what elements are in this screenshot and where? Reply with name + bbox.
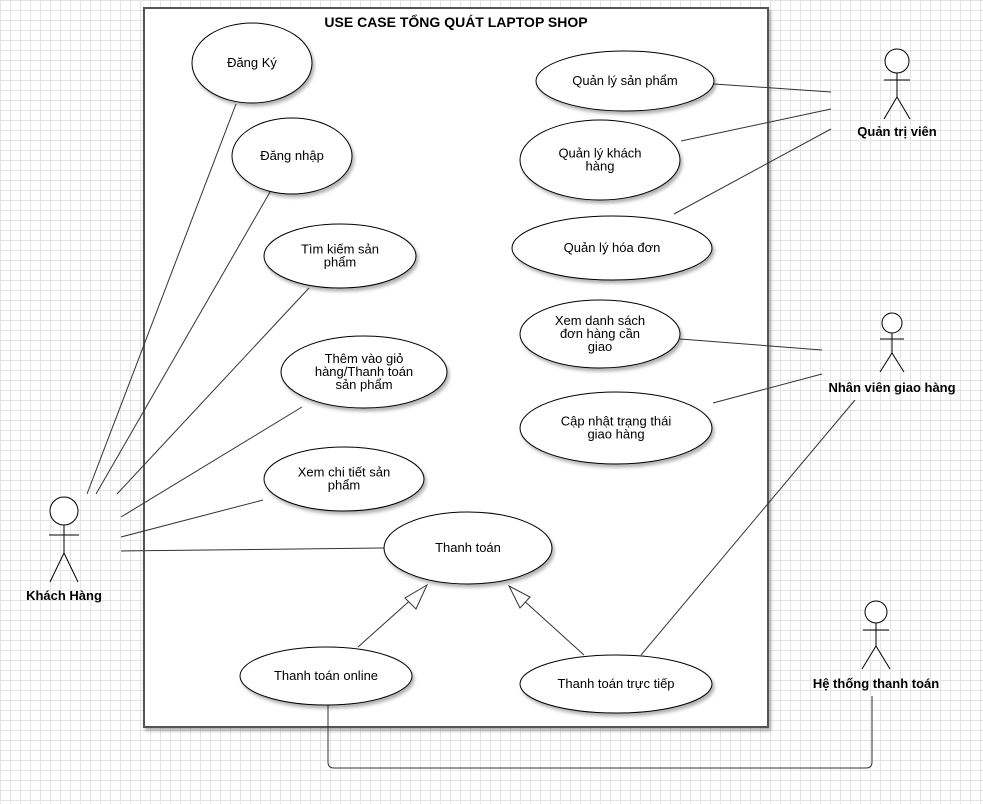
assoc-nhanvien-xemdonhang bbox=[679, 338, 823, 351]
use-case-thanh-toan-online[interactable]: Thanh toán online bbox=[239, 646, 413, 706]
assoc-khachhang-timkiem bbox=[116, 287, 310, 495]
actor-he-thong-thanh-toan[interactable]: Hệ thống thanh toán bbox=[813, 600, 939, 691]
stick-figure-icon bbox=[879, 312, 905, 373]
actor-label: Nhân viên giao hàng bbox=[828, 380, 955, 395]
use-case-thanh-toan-truc-tiep[interactable]: Thanh toán trực tiếp bbox=[519, 654, 713, 714]
actor-label: Khách Hàng bbox=[26, 588, 102, 603]
use-case-label: Thanh toán bbox=[435, 540, 501, 555]
stick-figure-icon bbox=[883, 48, 911, 120]
use-case-label: Đăng Ký bbox=[227, 55, 277, 70]
assoc-quantri-quanlyhoadon bbox=[673, 128, 832, 215]
use-case-quan-ly-san-pham[interactable]: Quản lý sản phẩm bbox=[535, 50, 715, 112]
actor-label: Quản trị viên bbox=[857, 124, 937, 139]
assoc-quantri-quanlysanpham bbox=[713, 83, 832, 93]
use-case-quan-ly-hoa-don[interactable]: Quản lý hóa đơn bbox=[511, 215, 713, 281]
assoc-hethong-thanhtoanonline bbox=[327, 696, 873, 769]
actor-nhan-vien-giao-hang[interactable]: Nhân viên giao hàng bbox=[828, 312, 956, 395]
diagram-title: USE CASE TỔNG QUÁT LAPTOP SHOP bbox=[324, 13, 587, 30]
use-case-thanh-toan[interactable]: Thanh toán bbox=[383, 511, 553, 585]
generalization-tructiep-line bbox=[520, 597, 585, 656]
assoc-khachhang-thanhtoan bbox=[120, 547, 386, 552]
generalization-online-arrowhead bbox=[404, 583, 429, 610]
assoc-khachhang-dangky bbox=[86, 103, 237, 495]
use-case-dang-nhap[interactable]: Đăng nhập bbox=[231, 117, 353, 195]
system-boundary bbox=[143, 7, 769, 728]
assoc-quantri-quanlykhachhang bbox=[680, 108, 832, 142]
generalization-tructiep-arrowhead bbox=[507, 584, 531, 609]
association-lines bbox=[86, 83, 873, 769]
stick-figure-icon bbox=[861, 600, 891, 670]
actor-label: Hệ thống thanh toán bbox=[813, 676, 939, 691]
stick-figure-icon bbox=[49, 496, 79, 583]
use-case-label: Đăng nhập bbox=[260, 148, 324, 163]
use-case-label: Thanh toán trực tiếp bbox=[557, 676, 674, 691]
assoc-khachhang-dangnhap bbox=[95, 191, 271, 495]
generalization-arrows bbox=[357, 583, 585, 656]
generalization-online-line bbox=[357, 595, 416, 648]
use-case-label: Thanh toán online bbox=[274, 668, 378, 683]
assoc-nhanvien-capnhat bbox=[712, 373, 823, 404]
assoc-nhanvien-thanhtoantructiep bbox=[640, 399, 856, 656]
assoc-khachhang-xemchitiet bbox=[120, 499, 264, 538]
use-case-label: Quản lý sản phẩm bbox=[572, 73, 678, 88]
use-case-label: Quản lý hóa đơn bbox=[564, 240, 661, 255]
assoc-khachhang-themgiohang bbox=[120, 406, 303, 518]
use-case-dang-ky[interactable]: Đăng Ký bbox=[191, 22, 313, 104]
actor-khach-hang[interactable]: Khách Hàng bbox=[26, 496, 102, 603]
actor-quan-tri-vien[interactable]: Quản trị viên bbox=[857, 48, 937, 139]
